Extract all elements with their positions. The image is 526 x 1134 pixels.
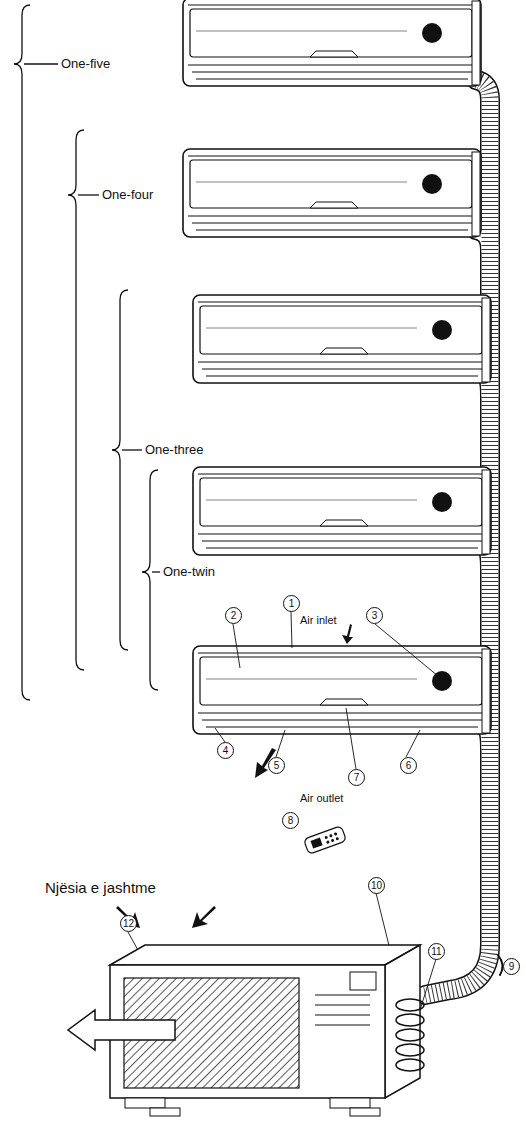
callout-number: 10 bbox=[368, 877, 385, 894]
group-label: One-five bbox=[61, 57, 110, 71]
callout-number: 3 bbox=[366, 607, 383, 624]
callout-number: 2 bbox=[225, 607, 242, 624]
group-label: One-twin bbox=[163, 565, 215, 579]
group-label: One-four bbox=[102, 188, 153, 202]
air-inlet-arrow bbox=[342, 624, 353, 644]
airflow-label: Air outlet bbox=[300, 792, 343, 804]
callout-number: 6 bbox=[400, 757, 417, 774]
callout-number: 4 bbox=[217, 742, 234, 759]
callout-number: 8 bbox=[282, 812, 299, 829]
unit-caption: Njësia e jashtme bbox=[45, 880, 156, 897]
callout-number: 9 bbox=[503, 958, 520, 975]
callout-number: 7 bbox=[348, 769, 365, 786]
remote-control bbox=[303, 826, 346, 855]
outdoor-unit bbox=[68, 906, 424, 1116]
airflow-label: Air inlet bbox=[300, 614, 337, 626]
group-label: One-three bbox=[145, 443, 204, 457]
indoor-unit bbox=[183, 0, 491, 734]
callout-number: 11 bbox=[428, 943, 445, 960]
group-brace bbox=[14, 5, 160, 700]
callout-number: 5 bbox=[268, 757, 285, 774]
callout-number: 12 bbox=[120, 915, 137, 932]
callout-number: 1 bbox=[283, 595, 300, 612]
